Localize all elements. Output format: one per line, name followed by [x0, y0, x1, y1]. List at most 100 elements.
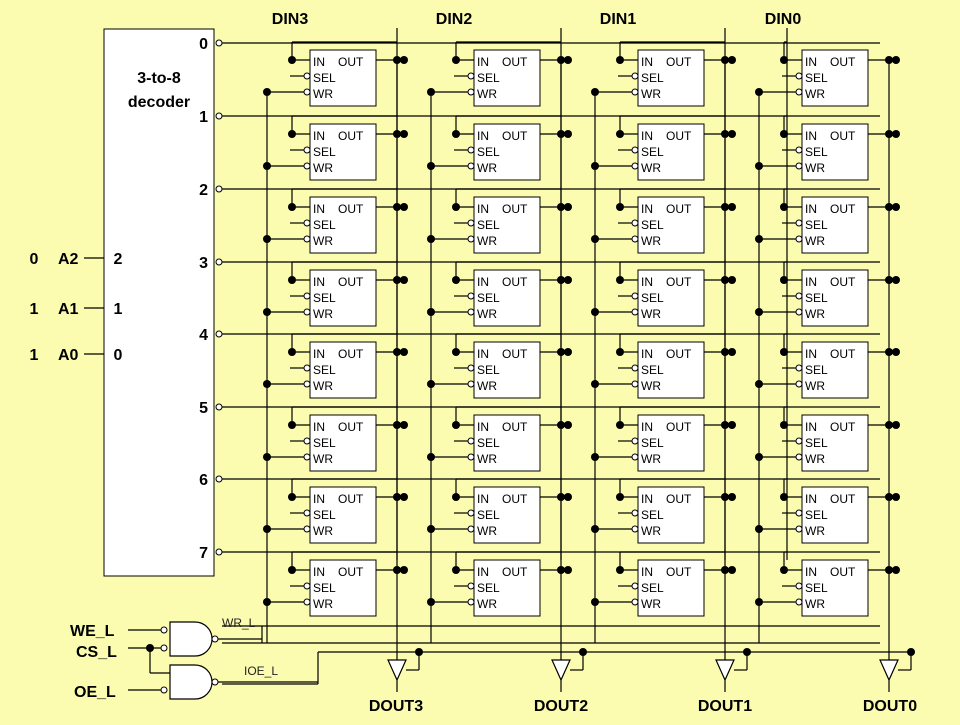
cell-in-label: IN: [477, 55, 489, 69]
cell-out-label: OUT: [338, 492, 364, 506]
cell-sel-bubble: [303, 146, 311, 154]
cell-sel-bubble: [303, 582, 311, 590]
cell-sel-label: SEL: [477, 508, 500, 522]
cell-sel-label: SEL: [477, 218, 500, 232]
cell-out-label: OUT: [338, 420, 364, 434]
decoder-output-bubble: [215, 475, 223, 483]
cell-wr-bubble: [631, 598, 639, 606]
memory-cell-box: [309, 414, 377, 472]
cell-sel-bubble: [303, 72, 311, 80]
cell-in-label: IN: [313, 55, 325, 69]
out-junction-dot: [557, 130, 565, 138]
wr-junction-dot: [591, 598, 599, 606]
memory-cell-box: [637, 559, 705, 617]
cell-out-label: OUT: [666, 202, 692, 216]
cell-in-label: IN: [641, 55, 653, 69]
wr-junction-dot: [263, 235, 271, 243]
cell-out-label: OUT: [502, 420, 528, 434]
cell-in-label: IN: [313, 129, 325, 143]
wr-junction-dot: [427, 308, 435, 316]
cell-in-label: IN: [313, 275, 325, 289]
we-label: WE_L: [70, 623, 115, 640]
out-junction-dot: [728, 348, 736, 356]
cell-wr-label: WR: [641, 87, 661, 101]
cell-in-label: IN: [641, 420, 653, 434]
out-junction-dot: [892, 130, 900, 138]
decoder-output-label: 3: [199, 255, 208, 272]
out-junction-dot: [557, 348, 565, 356]
out-junction-dot: [400, 203, 408, 211]
cell-sel-bubble: [467, 146, 475, 154]
cs-junction-dot: [146, 644, 154, 652]
in-junction-dot: [288, 276, 296, 284]
in-junction-dot: [780, 276, 788, 284]
out-junction-dot: [885, 56, 893, 64]
cell-sel-bubble: [795, 146, 803, 154]
cell-wr-label: WR: [477, 379, 497, 393]
dout-label: DOUT3: [369, 698, 423, 715]
cell-sel-bubble: [631, 292, 639, 300]
cell-wr-label: WR: [477, 597, 497, 611]
cell-out-label: OUT: [830, 565, 856, 579]
out-junction-dot: [393, 130, 401, 138]
cell-sel-bubble: [631, 437, 639, 445]
decoder-output-label: 5: [199, 400, 208, 417]
cell-sel-label: SEL: [805, 218, 828, 232]
out-junction-dot: [885, 566, 893, 574]
cell-sel-label: SEL: [805, 363, 828, 377]
wr-junction-dot: [591, 235, 599, 243]
out-junction-dot: [564, 276, 572, 284]
cell-sel-label: SEL: [805, 436, 828, 450]
decoder-output-label: 6: [199, 472, 208, 489]
out-junction-dot: [557, 493, 565, 501]
out-junction-dot: [393, 493, 401, 501]
out-junction-dot: [564, 493, 572, 501]
decoder-box: [103, 28, 215, 577]
out-junction-dot: [400, 493, 408, 501]
out-junction-dot: [728, 493, 736, 501]
cell-out-label: OUT: [502, 492, 528, 506]
in-junction-dot: [452, 56, 460, 64]
gate-input-bubble: [160, 626, 168, 634]
decoder-output-bubble: [215, 39, 223, 47]
cell-in-label: IN: [313, 565, 325, 579]
in-junction-dot: [616, 493, 624, 501]
memory-cell-box: [473, 123, 541, 181]
cell-in-label: IN: [313, 492, 325, 506]
cell-wr-bubble: [631, 235, 639, 243]
wr-junction-dot: [427, 162, 435, 170]
out-junction-dot: [728, 56, 736, 64]
cell-out-label: OUT: [666, 347, 692, 361]
cell-wr-label: WR: [477, 87, 497, 101]
in-junction-dot: [452, 566, 460, 574]
wiring: [84, 28, 912, 692]
in-junction-dot: [616, 56, 624, 64]
out-junction-dot: [892, 348, 900, 356]
out-junction-dot: [892, 566, 900, 574]
cell-sel-label: SEL: [805, 291, 828, 305]
out-junction-dot: [721, 348, 729, 356]
decoder-output-bubble: [215, 112, 223, 120]
cell-in-label: IN: [805, 129, 817, 143]
cell-out-label: OUT: [502, 55, 528, 69]
decoder-title-line2: decoder: [128, 94, 190, 111]
wr-junction-dot: [263, 162, 271, 170]
memory-cell-box: [801, 486, 869, 544]
cell-out-label: OUT: [502, 129, 528, 143]
cell-sel-bubble: [795, 582, 803, 590]
out-junction-dot: [892, 493, 900, 501]
wr-junction-dot: [427, 380, 435, 388]
out-junction-dot: [564, 56, 572, 64]
tristate-buffer: [387, 659, 407, 682]
out-junction-dot: [564, 348, 572, 356]
wr-junction-dot: [591, 88, 599, 96]
cell-wr-label: WR: [641, 307, 661, 321]
cell-sel-bubble: [303, 364, 311, 372]
in-junction-dot: [780, 566, 788, 574]
memory-cell-box: [473, 559, 541, 617]
memory-cell-box: [309, 49, 377, 107]
memory-cell-box: [801, 414, 869, 472]
din-label: DIN0: [765, 11, 802, 28]
memory-cell-box: [801, 341, 869, 399]
